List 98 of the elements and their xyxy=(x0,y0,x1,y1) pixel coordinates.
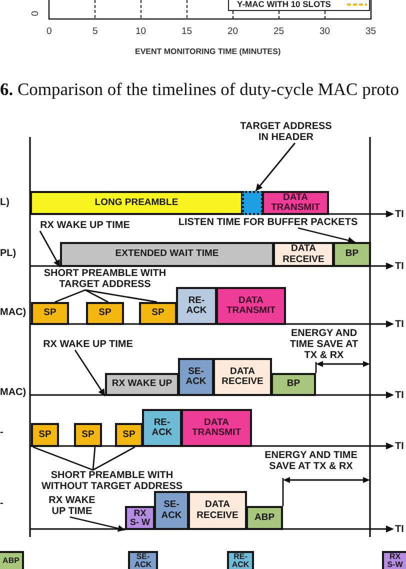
leader-arrow xyxy=(74,350,106,396)
block-label: DATA TRANSMIT xyxy=(270,192,322,214)
block-label: SP xyxy=(122,430,136,440)
axis-label: TI xyxy=(395,524,404,535)
block-label: DATA RECEIVE xyxy=(196,500,240,521)
row-label: - xyxy=(0,427,4,438)
timeline-block xyxy=(154,491,189,530)
leader-line xyxy=(32,446,94,471)
row-label: - xyxy=(0,498,4,509)
legend-label: Y-MAC WITH 10 SLOTS xyxy=(237,0,331,9)
block-label: SP xyxy=(44,308,56,319)
axis-label: TI xyxy=(395,319,404,330)
header-block xyxy=(242,191,263,215)
axis-label: TI xyxy=(395,441,404,452)
timeline-block xyxy=(213,358,272,396)
block-label: DATA TRANSMIT xyxy=(190,418,242,438)
block-label: SP xyxy=(38,430,52,440)
timeline-block xyxy=(333,242,371,267)
timeline-block xyxy=(142,409,182,447)
annotation-text: RX WAKE UP TIME xyxy=(38,338,138,350)
timeline-block xyxy=(227,551,254,569)
annotation-text: RX WAKE UP TIME xyxy=(45,495,99,517)
axis-tick-label: 30 xyxy=(320,26,330,37)
annotation-text: SHORT PREAMBLE WITH WITHOUT TARGET ADDRESS xyxy=(36,470,188,492)
block-label: RX WAKE UP xyxy=(112,379,172,390)
timeline-block xyxy=(246,506,283,530)
block-label: SE- ACK xyxy=(160,500,183,521)
block-label: BP xyxy=(345,249,359,260)
timeline-block xyxy=(128,551,158,569)
timeline-block xyxy=(382,551,406,569)
block-label: RE- ACK xyxy=(150,418,174,438)
axis-tick-label: 20 xyxy=(228,26,238,37)
timeline-block xyxy=(262,191,329,215)
block-label: ABP xyxy=(254,512,275,524)
block-label: DATA TRANSMIT xyxy=(225,296,277,316)
block-label: SP xyxy=(82,430,94,440)
timeline-block xyxy=(31,302,69,325)
block-label: EXTENDED WAIT TIME xyxy=(115,249,219,260)
block-label: SE- ACK xyxy=(184,366,208,388)
axis-tick-label: 0 xyxy=(30,10,42,16)
axis-label: TI xyxy=(395,261,404,272)
row-label: MAC) xyxy=(0,387,26,398)
timeline-block xyxy=(105,373,179,396)
annotation-text: LISTEN TIME FOR BUFFER PACKETS xyxy=(170,216,366,228)
timeline-block xyxy=(115,423,143,447)
annotation-text: RX WAKE UP TIME xyxy=(35,219,135,231)
leader-arrow xyxy=(298,227,356,244)
annotation-text: TARGET ADDRESS IN HEADER xyxy=(236,121,336,143)
block-label: DATA RECEIVE xyxy=(220,366,264,388)
axis-tick-label: 0 xyxy=(46,26,52,37)
leader-line xyxy=(54,289,86,303)
axis-tick-label: 15 xyxy=(182,26,192,37)
block-label: SE- ACK xyxy=(133,553,153,569)
axis-label: TI xyxy=(395,390,404,401)
axis-tick-label: 5 xyxy=(92,26,98,37)
annotation-text: SHORT PREAMBLE WITH TARGET ADDRESS xyxy=(39,268,171,290)
block-label: DATA RECEIVE xyxy=(282,244,326,265)
timeline-block xyxy=(0,551,24,569)
block-label: SP xyxy=(98,308,112,319)
block-label: RX S-W xyxy=(386,553,404,569)
timeline-block xyxy=(86,302,124,325)
axis-tick-label: 25 xyxy=(274,26,284,37)
axis-label: TI xyxy=(395,209,404,220)
annotation-text: ENERGY AND TIME SAVE AT TX & RX xyxy=(288,328,360,361)
timeline-block xyxy=(60,242,274,267)
block-label: BP xyxy=(286,379,300,390)
annotation-text: ENERGY AND TIME SAVE AT TX & RX xyxy=(264,450,358,472)
leader-line xyxy=(92,446,136,471)
row-label: PL) xyxy=(0,248,16,259)
block-label: RE- ACK xyxy=(185,296,208,316)
axis-tick-label: 35 xyxy=(366,26,376,37)
block-label: LONG PREAMBLE xyxy=(94,198,178,208)
figure-caption: 6. Comparison of the timelines of duty-cycle MAC proto xyxy=(0,80,400,99)
leader-line xyxy=(85,289,157,303)
block-label: SP xyxy=(152,308,164,319)
axis-title: EVENT MONITORING TIME (MINUTES) xyxy=(135,47,281,57)
timeline-block xyxy=(74,423,102,447)
timeline-block xyxy=(176,287,217,325)
timeline-block xyxy=(139,302,177,325)
timeline-block xyxy=(30,191,243,215)
timeline-block xyxy=(125,506,155,530)
leader-arrow xyxy=(255,142,296,192)
timeline-block xyxy=(31,423,59,447)
timeline-block xyxy=(216,287,286,325)
leader-arrow xyxy=(70,516,126,532)
timeline-block xyxy=(188,491,247,530)
block-label: RX S- W xyxy=(129,509,151,527)
axis-tick-label: 10 xyxy=(136,26,146,37)
timeline-block xyxy=(181,409,252,447)
block-label: RE- ACK xyxy=(230,553,250,569)
timeline-block xyxy=(273,242,334,267)
leader-arrow xyxy=(39,230,61,268)
leader-line xyxy=(84,289,108,303)
block-label: ABP xyxy=(2,557,20,565)
leader-line xyxy=(92,446,96,470)
row-label: L) xyxy=(0,197,10,208)
timeline-block xyxy=(178,358,214,396)
timeline-block xyxy=(271,373,316,396)
